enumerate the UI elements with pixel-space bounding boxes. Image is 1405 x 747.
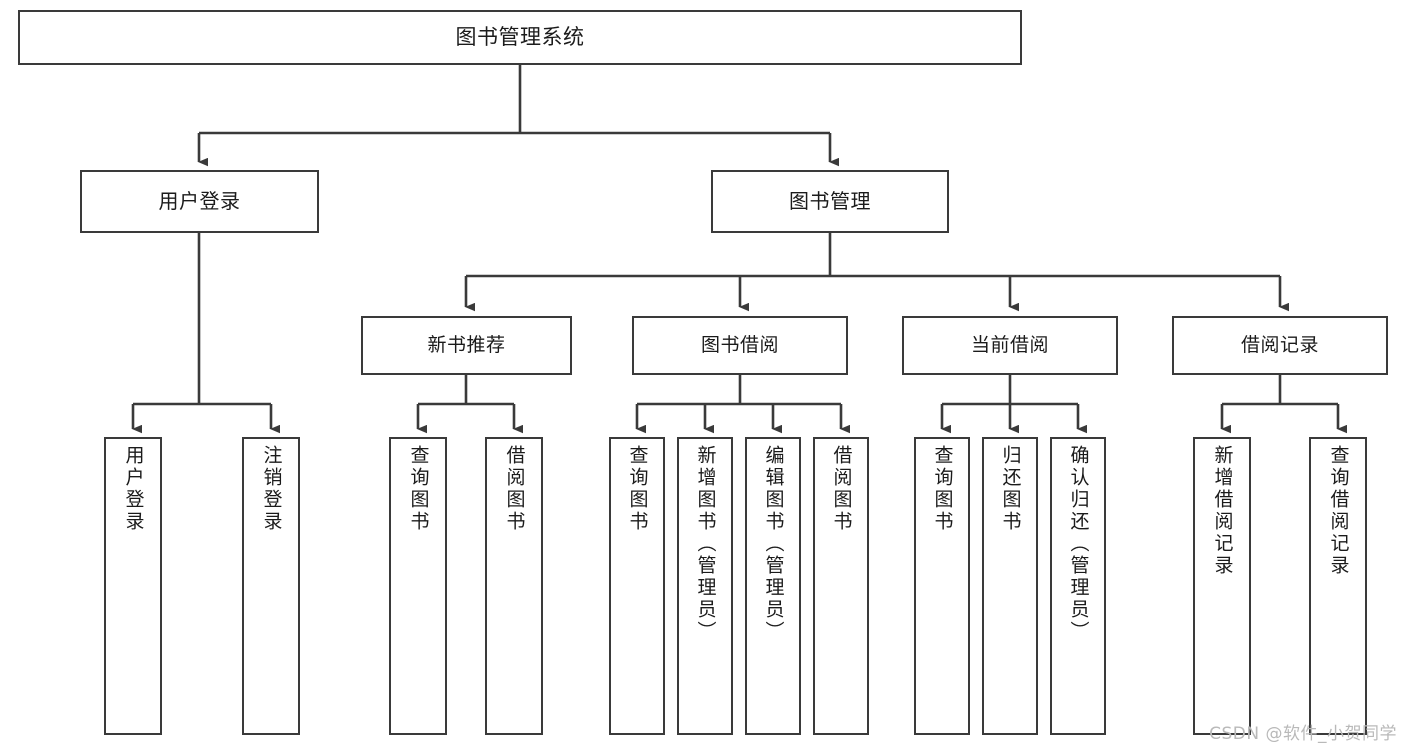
node-current-borrow[interactable]: 当前借阅 (902, 316, 1118, 375)
node-new-book-recommend[interactable]: 新书推荐 (361, 316, 572, 375)
node-leaf-query-books-recommend[interactable]: 查询图书 (389, 437, 447, 735)
node-label: 新增借阅记录 (1211, 445, 1234, 577)
node-label: 用户登录 (122, 445, 145, 533)
node-book-management[interactable]: 图书管理 (711, 170, 949, 233)
node-leaf-logout[interactable]: 注销登录 (242, 437, 300, 735)
node-label: 注销登录 (260, 445, 283, 533)
node-label: 用户登录 (158, 189, 241, 213)
node-leaf-return-book[interactable]: 归还图书 (982, 437, 1038, 735)
node-leaf-add-book-admin[interactable]: 新增图书（管理员） (677, 437, 733, 735)
node-leaf-query-borrow-record[interactable]: 查询借阅记录 (1309, 437, 1367, 735)
node-label: 当前借阅 (970, 333, 1049, 356)
node-leaf-confirm-return-admin[interactable]: 确认归还（管理员） (1050, 437, 1106, 735)
node-label: 查询借阅记录 (1327, 445, 1350, 577)
csdn-watermark: CSDN @软件_小贺同学 (1209, 724, 1397, 744)
node-label: 图书管理系统 (455, 25, 585, 50)
node-label: 查询图书 (626, 445, 649, 533)
node-label: 查询图书 (931, 445, 954, 533)
node-leaf-edit-book-admin[interactable]: 编辑图书（管理员） (745, 437, 801, 735)
node-leaf-add-borrow-record[interactable]: 新增借阅记录 (1193, 437, 1251, 735)
node-label: 图书管理 (789, 189, 871, 213)
node-root-library-system[interactable]: 图书管理系统 (18, 10, 1022, 65)
node-leaf-borrow-book[interactable]: 借阅图书 (813, 437, 869, 735)
node-label: 借阅图书 (503, 445, 526, 533)
node-label: 查询图书 (407, 445, 430, 533)
node-label: 归还图书 (999, 445, 1022, 533)
node-label: 借阅图书 (830, 445, 853, 533)
node-leaf-user-login[interactable]: 用户登录 (104, 437, 162, 735)
node-label: 借阅记录 (1240, 333, 1319, 356)
node-label: 新书推荐 (427, 333, 506, 356)
node-leaf-query-books-current[interactable]: 查询图书 (914, 437, 970, 735)
node-label: 新增图书（管理员） (694, 445, 717, 643)
node-label: 确认归还（管理员） (1067, 445, 1090, 643)
node-borrow-records[interactable]: 借阅记录 (1172, 316, 1388, 375)
node-label: 编辑图书（管理员） (762, 445, 785, 643)
node-user-login[interactable]: 用户登录 (80, 170, 319, 233)
node-leaf-query-books-borrow[interactable]: 查询图书 (609, 437, 665, 735)
node-label: 图书借阅 (700, 333, 779, 356)
node-book-borrow[interactable]: 图书借阅 (632, 316, 848, 375)
node-leaf-borrow-books-recommend[interactable]: 借阅图书 (485, 437, 543, 735)
